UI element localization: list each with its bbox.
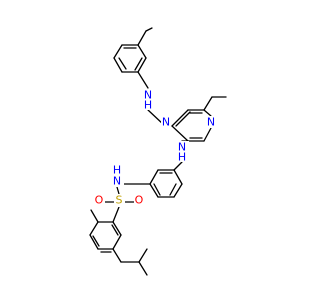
nh-top-label: N H [141, 89, 155, 112]
bond-17 [171, 125, 189, 142]
bond-7 [137, 44, 147, 59]
bond-39 [138, 261, 148, 276]
bond-0 [145, 27, 153, 32]
bond-layer [89, 27, 227, 276]
oxygen-left: O [95, 194, 104, 207]
nh-sulfonamide-h: H [113, 164, 121, 177]
bond-8 [137, 71, 149, 89]
bond-41 [118, 57, 127, 70]
pyrimidine-n-right-label: N [206, 116, 216, 129]
nh-top-n: N [144, 89, 152, 102]
bond-33 [112, 234, 122, 250]
nh-mid-label: N H [175, 141, 189, 164]
bond-38 [138, 248, 148, 263]
pyrimidine-n-left: N [162, 116, 170, 129]
bond-47 [153, 183, 161, 196]
bond-34 [112, 221, 122, 236]
bond-21 [149, 169, 159, 185]
oxygen-right: O [135, 194, 144, 207]
bond-1 [137, 30, 147, 46]
atom-label-layer: N H N N N H H N S [94, 89, 216, 207]
bond-51 [111, 224, 119, 236]
bond-24 [173, 183, 183, 198]
bond-42 [134, 57, 143, 71]
pyrimidine-n-left-label: N [161, 116, 171, 129]
bond-3 [113, 44, 123, 59]
nh-mid-n: N [178, 141, 186, 154]
bond-36 [112, 248, 122, 263]
sulfur-atom: S [116, 194, 123, 207]
nh-mid-h: H [178, 151, 186, 164]
bond-22 [149, 183, 159, 198]
bond-4 [113, 57, 123, 73]
bond-10 [171, 109, 189, 127]
bond-14 [203, 109, 212, 117]
bond-15 [203, 127, 212, 142]
bond-6 [137, 57, 147, 73]
oxygen-left-label: O [94, 194, 105, 207]
nh-top-h: H [144, 99, 152, 112]
bond-19 [173, 161, 183, 171]
bond-27 [116, 186, 120, 195]
bond-25 [173, 169, 183, 185]
bond-49 [92, 235, 100, 247]
bond-30 [89, 221, 99, 236]
pyrimidine-n-right: N [207, 116, 215, 129]
bond-31 [89, 234, 99, 250]
nh-sulfonamide-label: H N [110, 164, 124, 188]
oxygen-right-label: O [134, 194, 145, 207]
bond-45 [175, 111, 191, 127]
bond-12 [203, 96, 213, 111]
molecule-structure: N H N N N H H N S [89, 27, 227, 276]
bond-28 [112, 206, 120, 223]
structure-canvas: N H N N N H H N S [89, 27, 227, 276]
bond-35 [90, 209, 99, 223]
nh-sulfonamide-n: N [113, 175, 121, 188]
bond-48 [169, 183, 177, 196]
sulfur-label: S [114, 194, 125, 207]
